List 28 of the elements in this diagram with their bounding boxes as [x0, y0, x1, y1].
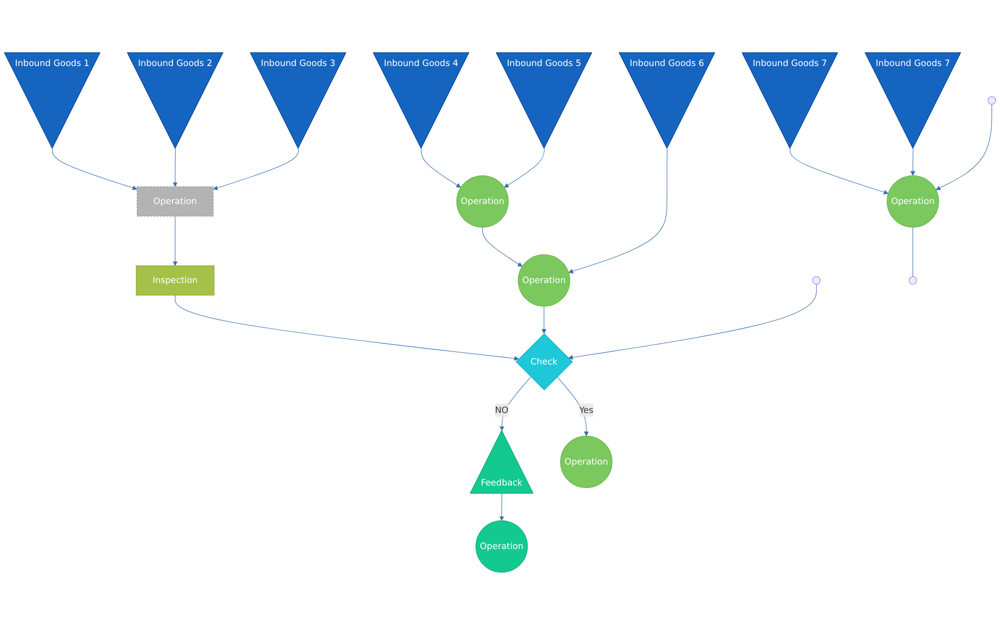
node-circle: Operation	[886, 175, 939, 228]
arrow	[213, 148, 299, 190]
arrow	[499, 493, 504, 521]
arrow	[568, 284, 817, 360]
node-circle: Operation	[476, 520, 528, 573]
arrow	[790, 148, 888, 194]
arrow	[568, 148, 668, 274]
arrow	[172, 216, 178, 266]
node-diamond: Check	[516, 333, 573, 390]
arrow	[420, 148, 461, 188]
arrow	[500, 376, 532, 431]
arrow	[936, 104, 992, 190]
node-circle: Operation	[518, 254, 570, 307]
node-circle: Operation	[560, 436, 612, 488]
node-box: Operation	[136, 186, 214, 216]
arrow	[52, 148, 138, 190]
connector	[912, 227, 914, 277]
arrow	[556, 376, 589, 436]
edge-label: NO	[494, 404, 508, 416]
arrow	[174, 294, 519, 361]
arrow	[504, 148, 545, 188]
node-circle: Operation	[456, 175, 509, 228]
arrow	[172, 148, 178, 187]
arrow	[542, 306, 546, 334]
node-box: Inspection	[136, 265, 214, 296]
arrow	[482, 227, 522, 267]
arrow	[910, 148, 916, 176]
edge-label: Yes	[579, 404, 594, 416]
